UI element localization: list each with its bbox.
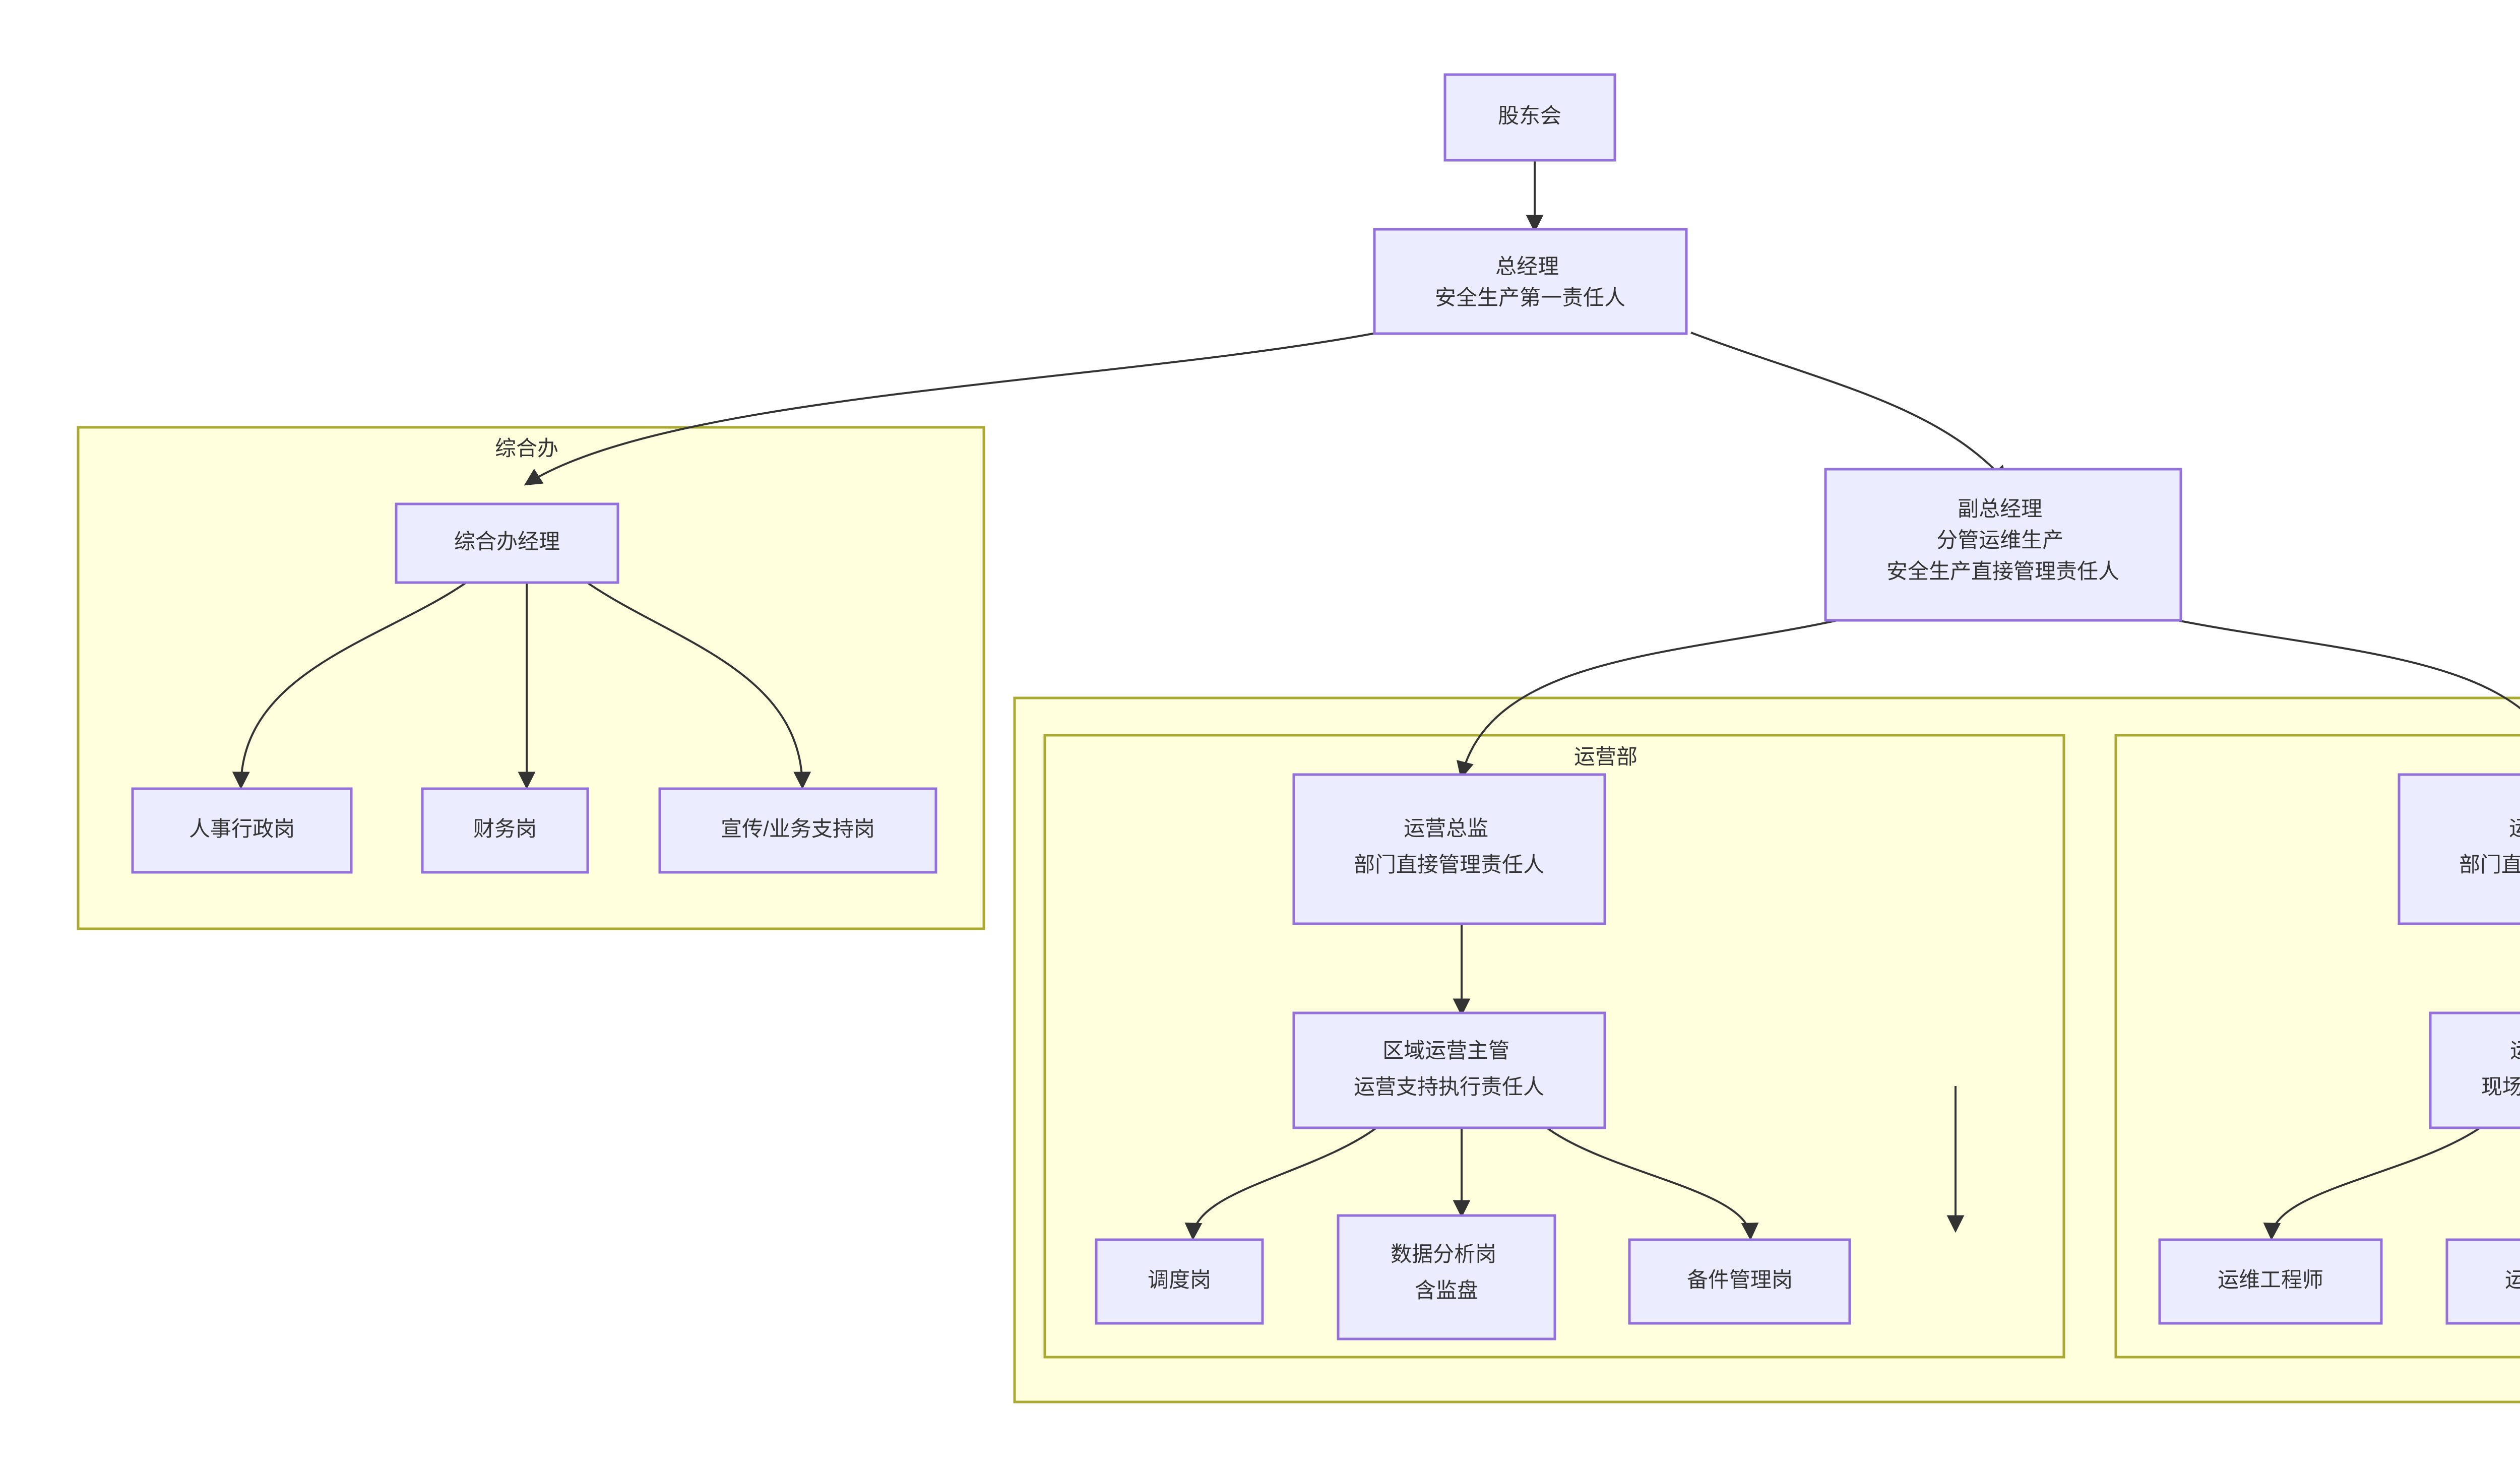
svg-text:运维总监 部门直接管理责任人: 运维总监 部门直接管理责任人 <box>2459 816 2520 876</box>
node-caiwu-line-0: 财务岗 <box>473 817 537 841</box>
node-ywgcs1-line-0: 运维工程师 <box>2218 1268 2323 1292</box>
node-fuzongjingli-line-1: 分管运维生产 <box>1936 528 2063 552</box>
node-yunying-zongjian-line-1: 部门直接管理责任人 <box>1354 853 1544 876</box>
node-renshi-line-0: 人事行政岗 <box>189 817 295 841</box>
node-beijian-guanli-gang[interactable]: 备件管理岗 <box>1628 1238 1851 1325</box>
svg-text:股东会: 股东会 <box>1498 104 1561 127</box>
svg-text:宣传/业务支持岗: 宣传/业务支持岗 <box>721 817 875 841</box>
edge-zongjingli-to-fuzong <box>1690 332 2006 481</box>
svg-text:区域运营主管 运营支持执行责任人: 区域运营主管 运营支持执行责任人 <box>1354 1039 1544 1099</box>
svg-text:运维工程师: 运维工程师 <box>2505 1268 2520 1292</box>
edge-fuzong-to-yunweizongjian <box>2174 619 2520 710</box>
cluster-label-zonghe: 综合办 <box>495 436 558 460</box>
node-zongjingli-line-1: 安全生产第一责任人 <box>1435 286 1625 309</box>
svg-text:备件管理岗: 备件管理岗 <box>1687 1268 1793 1292</box>
node-yunying-zongjian-line-0: 运营总监 <box>1404 816 1488 840</box>
node-fuzongjingli-line-2: 安全生产直接管理责任人 <box>1886 559 2119 583</box>
svg-text:运维主管 现场执行责任人: 运维主管 现场执行责任人 <box>2481 1039 2520 1099</box>
node-fuzongjingli-line-0: 副总经理 <box>1958 497 2042 521</box>
node-diaodu-gang[interactable]: 调度岗 <box>1095 1238 1264 1325</box>
node-yunwei-gongchengshi-2[interactable]: 运维工程师 <box>2445 1238 2520 1325</box>
node-ywgcs2-line-0: 运维工程师 <box>2505 1268 2520 1292</box>
node-ywzg-line-1: 现场执行责任人 <box>2481 1075 2520 1099</box>
node-xuanchuan-line-0: 宣传/业务支持岗 <box>721 817 875 841</box>
node-caiwu-gang[interactable]: 财务岗 <box>421 787 589 874</box>
svg-text:调度岗: 调度岗 <box>1148 1268 1211 1292</box>
node-zongheban-jingli-line-0: 综合办经理 <box>454 530 560 553</box>
svg-text:数据分析岗 含监盘: 数据分析岗 含监盘 <box>1391 1242 1502 1302</box>
node-sjfx-line-0: 数据分析岗 <box>1391 1242 1496 1266</box>
edge-zhjl-to-xuanchuan <box>586 582 802 786</box>
node-qyyyzg-line-1: 运营支持执行责任人 <box>1354 1075 1544 1099</box>
node-beijian-line-0: 备件管理岗 <box>1687 1268 1793 1292</box>
node-fuzongjingli[interactable]: 副总经理 分管运维生产 安全生产直接管理责任人 <box>1824 468 2182 622</box>
node-zongjingli-line-0: 总经理 <box>1495 254 1559 278</box>
node-qyyyzg-line-0: 区域运营主管 <box>1382 1039 1509 1062</box>
node-yunying-zongjian[interactable]: 运营总监 部门直接管理责任人 <box>1292 773 1606 925</box>
node-zongjingli[interactable]: 总经理 安全生产第一责任人 <box>1373 228 1688 335</box>
node-zongheban-jingli[interactable]: 综合办经理 <box>395 502 619 584</box>
node-diaodu-line-0: 调度岗 <box>1148 1268 1211 1292</box>
node-renshi-xingzheng-gang[interactable]: 人事行政岗 <box>131 787 353 874</box>
edge-qyyyzg-to-diaodu <box>1193 1125 1379 1237</box>
svg-text:人事行政岗: 人事行政岗 <box>189 817 295 841</box>
svg-text:综合办经理: 综合办经理 <box>454 530 560 553</box>
node-ywzg-line-0: 运维主管 <box>2510 1039 2520 1062</box>
edge-zongjingli-to-zongheban-jingli <box>527 332 1379 484</box>
edge-fuzong-to-yunyingzongjian <box>1462 619 1840 776</box>
svg-text:财务岗: 财务岗 <box>473 817 537 841</box>
edge-zhjl-to-renshi <box>241 582 467 786</box>
node-yunwei-zongjian[interactable]: 运维总监 部门直接管理责任人 <box>2398 773 2520 925</box>
edge-group <box>241 160 2520 1237</box>
node-gudonghui-line-0: 股东会 <box>1498 104 1561 127</box>
node-xuanchuan-yewu-zhichi-gang[interactable]: 宣传/业务支持岗 <box>658 787 937 874</box>
node-quyu-yunying-zhuguan[interactable]: 区域运营主管 运营支持执行责任人 <box>1292 1011 1606 1129</box>
svg-text:副总经理 分管运维生产 安全生产直接: 副总经理 分管运维生产 安全生产直接管理责任人 <box>1886 497 2119 583</box>
node-yunwei-zongjian-line-0: 运维总监 <box>2509 816 2520 840</box>
svg-text:运营总监 部门直接管理责任人: 运营总监 部门直接管理责任人 <box>1354 816 1544 876</box>
svg-text:总经理 安全生产第一责任人: 总经理 安全生产第一责任人 <box>1435 254 1625 309</box>
node-sjfx-line-1: 含监盘 <box>1415 1279 1478 1302</box>
edge-ywzg-to-gongchengshi-1 <box>2272 1125 2483 1237</box>
svg-text:运维工程师: 运维工程师 <box>2218 1268 2323 1292</box>
edge-qyyyzg-to-beijian <box>1544 1125 1750 1237</box>
node-yunwei-zongjian-line-1: 部门直接管理责任人 <box>2459 853 2520 876</box>
node-gudonghui[interactable]: 股东会 <box>1443 73 1616 162</box>
node-yunwei-zhuguan[interactable]: 运维主管 现场执行责任人 <box>2429 1011 2520 1129</box>
node-shuju-fenxi-gang[interactable]: 数据分析岗 含监盘 <box>1337 1214 1556 1340</box>
cluster-label-yunying: 运营部 <box>1574 745 1637 769</box>
node-yunwei-gongchengshi-1[interactable]: 运维工程师 <box>2158 1238 2383 1325</box>
